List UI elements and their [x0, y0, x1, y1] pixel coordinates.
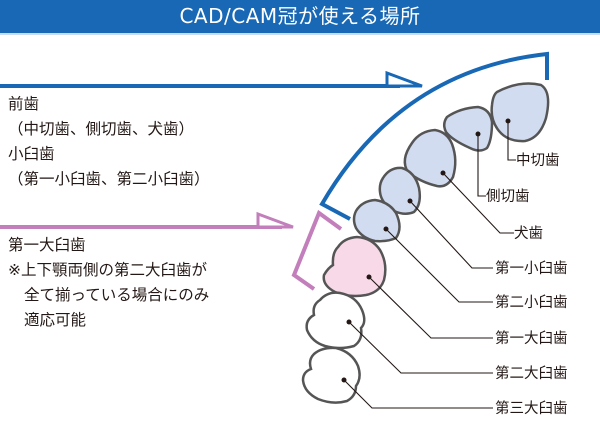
first-molar-note-cont: 全て揃っている場合にのみ — [24, 286, 210, 304]
anterior-detail: （中切歯、側切歯、犬歯） — [8, 120, 195, 138]
leader-lines — [343, 121, 516, 409]
tooth-third-molar — [301, 346, 361, 404]
page-title: CAD/CAM冠が使える場所 — [179, 4, 421, 28]
page-title-banner: CAD/CAM冠が使える場所 — [0, 0, 600, 33]
label-canine: 犬歯 — [514, 225, 543, 242]
label-third-molar: 第三大臼歯 — [495, 399, 568, 417]
leader-first-premolar — [409, 200, 493, 269]
first-molar-label: 第一大臼歯 — [8, 236, 86, 254]
dot-central-incisor — [505, 118, 511, 124]
anterior-premolar-description: 前歯 （中切歯、側切歯、犬歯） 小臼歯 （第一小臼歯、第二小臼歯） — [8, 92, 210, 192]
dot-second-premolar — [383, 226, 389, 232]
dot-third-molar — [341, 377, 347, 383]
tooth-first-molar — [322, 235, 387, 298]
leader-dots — [341, 118, 511, 383]
leader-lateral-incisor — [477, 134, 486, 197]
molar-bracket — [291, 209, 343, 291]
leader-central-incisor — [507, 121, 516, 161]
anterior-bracket-arc — [319, 51, 549, 221]
leader-first-molar — [368, 276, 493, 339]
label-lateral-incisor: 側切歯 — [486, 188, 530, 205]
premolar-label: 小臼歯 — [8, 145, 55, 163]
label-first-premolar: 第一小臼歯 — [495, 259, 568, 277]
molar-arrow — [0, 211, 294, 229]
dot-first-molar — [366, 274, 372, 280]
dot-second-molar — [346, 319, 352, 325]
leader-second-molar — [348, 321, 493, 374]
first-molar-description: 第一大臼歯 ※上下顎両側の第二大臼歯が 全て揃っている場合にのみ 適応可能 — [8, 233, 209, 333]
dot-lateral-incisor — [475, 131, 481, 137]
tooth-central-incisor — [490, 82, 550, 143]
leader-canine — [442, 172, 514, 234]
anterior-label: 前歯 — [8, 95, 40, 113]
first-molar-note: ※上下顎両側の第二大臼歯が — [8, 261, 207, 279]
leader-third-molar — [343, 379, 493, 409]
tooth-lateral-incisor — [443, 105, 494, 152]
label-second-premolar: 第二小臼歯 — [495, 293, 568, 311]
teeth-group — [301, 82, 550, 404]
dot-first-premolar — [407, 198, 413, 204]
first-molar-note-end: 適応可能 — [24, 311, 87, 329]
label-central-incisor: 中切歯 — [516, 152, 560, 169]
leader-second-premolar — [385, 228, 493, 303]
header-divider — [0, 33, 600, 35]
dot-canine — [440, 170, 446, 176]
tooth-second-molar — [305, 291, 366, 350]
tooth-labels: 中切歯 側切歯 犬歯 第一小臼歯 第二小臼歯 第一大臼歯 第二大臼歯 第三大臼歯 — [486, 152, 568, 417]
anterior-arrow-head — [385, 70, 423, 88]
label-second-molar: 第二大臼歯 — [495, 364, 568, 382]
premolar-detail: （第一小臼歯、第二小臼歯） — [8, 170, 210, 188]
molar-arrow-head — [256, 211, 294, 229]
label-first-molar: 第一大臼歯 — [495, 329, 568, 347]
anterior-arrow — [0, 70, 423, 88]
